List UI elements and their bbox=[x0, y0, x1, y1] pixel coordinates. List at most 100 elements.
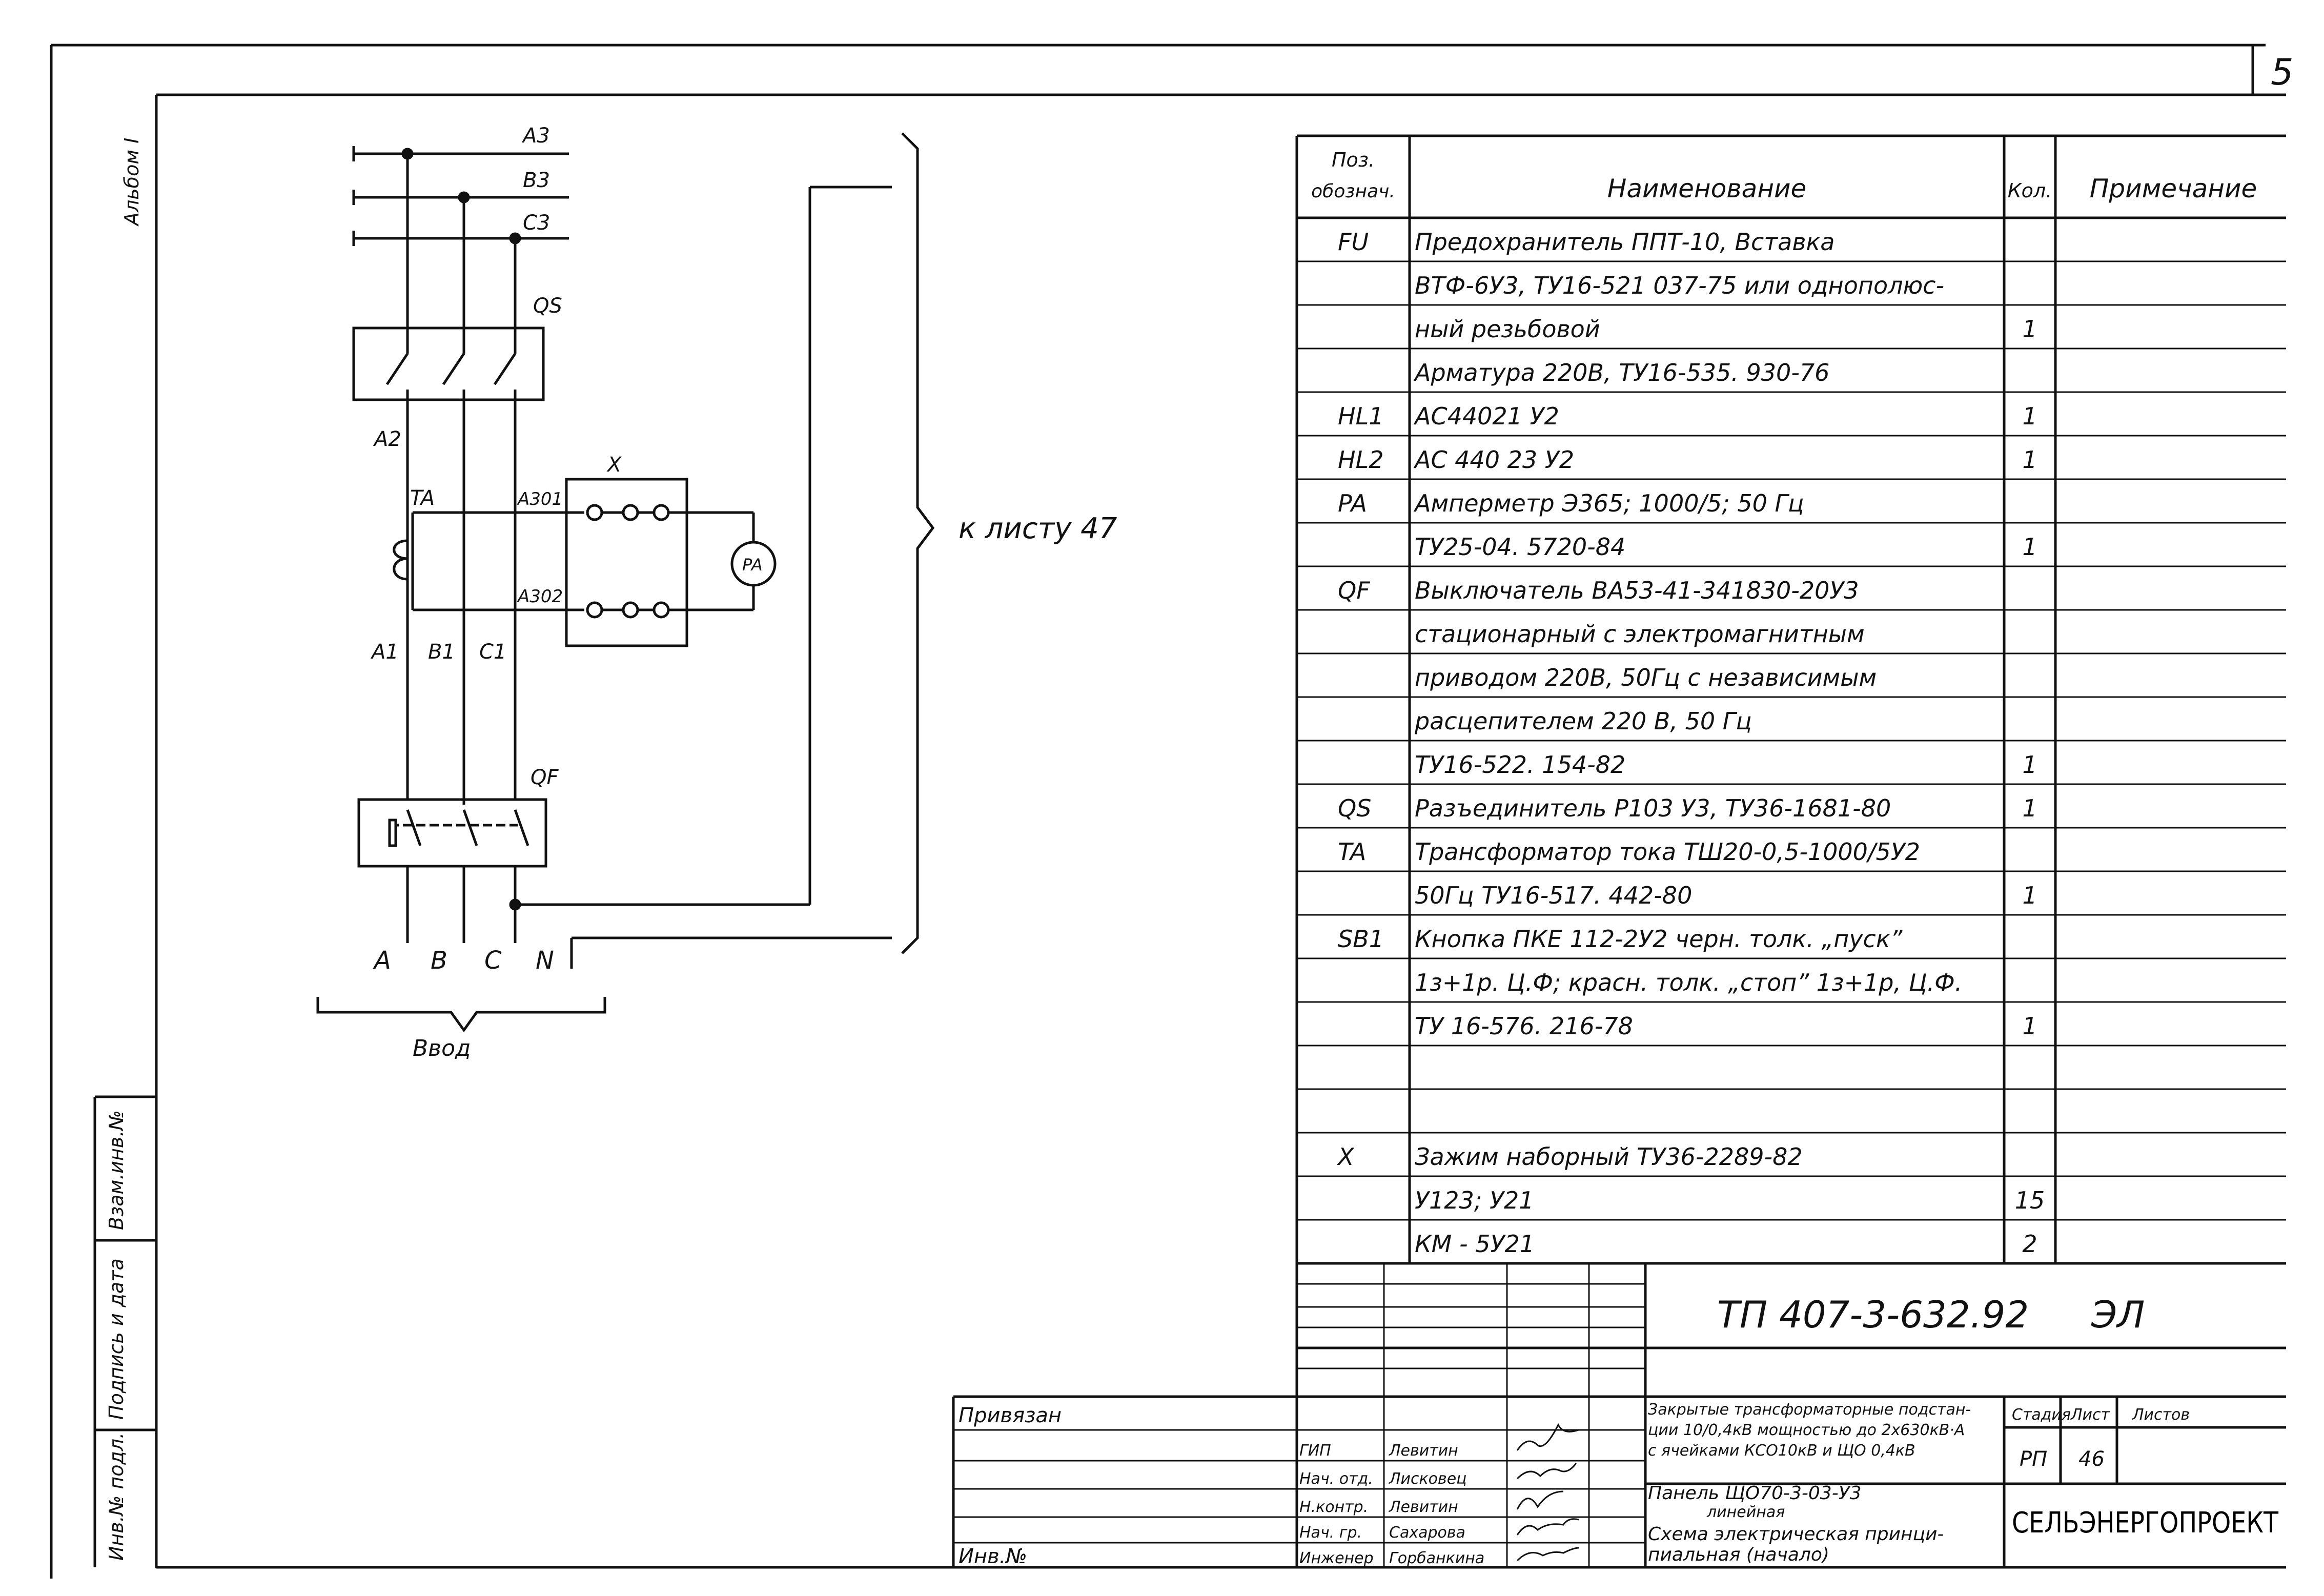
spec-row-qty: 15 bbox=[2015, 1186, 2045, 1214]
project-title-line-2: ции 10/0,4кВ мощностью до 2х630кВ·А bbox=[1648, 1421, 1965, 1439]
name-n-kontr: Левитин bbox=[1389, 1498, 1458, 1516]
title-block-names: Левитин Лисковец Левитин Сахарова Горбан… bbox=[1389, 1442, 1484, 1567]
schematic-labels: A3 B3 C3 QS A2 TA A301 A302 X PA A1 B1 C… bbox=[370, 124, 1117, 1061]
schematic bbox=[316, 132, 935, 1033]
a301-label: A301 bbox=[517, 489, 563, 509]
x-label: X bbox=[606, 453, 622, 477]
organization-name: СЕЛЬЭНЕРГОПРОЕКТ bbox=[2012, 1506, 2279, 1540]
doc-code: ТП 407-3-632.92 bbox=[1717, 1293, 2029, 1336]
spec-row-qty: 1 bbox=[2022, 533, 2037, 561]
title-block-minor-lines bbox=[953, 1263, 1645, 1567]
spec-row-name: Арматура 220В, ТУ16-535. 930-76 bbox=[1413, 359, 1829, 386]
spec-row-name: КМ - 5У21 bbox=[1415, 1230, 1535, 1258]
role-gip: ГИП bbox=[1299, 1442, 1331, 1460]
ta-transformer-coil bbox=[393, 539, 408, 581]
stage-value: РП bbox=[2020, 1447, 2047, 1471]
spec-row-name: Трансформатор тока ТШ20-0,5-1000/5У2 bbox=[1415, 838, 1920, 866]
spec-row-pos: SB1 bbox=[1338, 925, 1384, 953]
spec-row-qty: 1 bbox=[2022, 446, 2037, 474]
stamp-vzam-inv: Взам.инв.№ bbox=[105, 1110, 128, 1230]
input-brace bbox=[316, 997, 606, 1033]
x-terminal-block bbox=[565, 478, 688, 647]
stamp-inv-podl: Инв.№ подл. bbox=[105, 1433, 128, 1561]
stamp-podpis-data: Подпись и дата bbox=[105, 1258, 128, 1420]
input-terminal-n: N bbox=[536, 946, 554, 975]
qf-breaker bbox=[357, 798, 547, 868]
drawing-title-line-1: Панель ЩО70-3-03-У3 bbox=[1648, 1483, 1862, 1504]
name-nach-gr: Сахарова bbox=[1389, 1524, 1465, 1542]
spec-row-pos: X bbox=[1337, 1143, 1355, 1171]
spec-row-qty: 1 bbox=[2022, 1012, 2037, 1040]
title-block-roles: ГИП Нач. отд. Н.контр. Нач. гр. Инженер bbox=[1299, 1442, 1374, 1567]
drawing-title-line-4: пиальная (начало) bbox=[1648, 1544, 1829, 1565]
role-nach-otd: Нач. отд. bbox=[1299, 1470, 1373, 1488]
role-inzhener: Инженер bbox=[1299, 1549, 1374, 1567]
qf-label: QF bbox=[531, 766, 559, 789]
input-caption: Ввод bbox=[413, 1035, 471, 1061]
x-terminals-top bbox=[586, 504, 670, 521]
spec-row-name: расцепителем 220 В, 50 Гц bbox=[1414, 707, 1752, 735]
spec-row-name: ТУ 16-576. 216-78 bbox=[1415, 1012, 1633, 1040]
drawing-title-line-3: Схема электрическая принци- bbox=[1648, 1524, 1944, 1545]
spec-row-qty: 2 bbox=[2022, 1230, 2037, 1258]
doc-mark: ЭЛ bbox=[2091, 1293, 2145, 1336]
input-terminal-c: C bbox=[484, 946, 502, 975]
spec-row-name: АС 440 23 У2 bbox=[1413, 446, 1574, 474]
a302-label: A302 bbox=[517, 586, 563, 607]
phase-out-label-c1: C1 bbox=[479, 640, 506, 664]
spec-row-pos: FU bbox=[1338, 228, 1369, 256]
header-note: Примечание bbox=[2090, 174, 2257, 203]
drawing-title-line-2: линейная bbox=[1706, 1503, 1785, 1521]
project-title-line-3: с ячейками КСО10кВ и ЩО 0,4кВ bbox=[1648, 1442, 1915, 1460]
project-title: Закрытые трансформаторные подстан- ции 1… bbox=[1648, 1401, 1971, 1460]
bus-label-c3: C3 bbox=[523, 211, 550, 235]
role-nach-gr: Нач. гр. bbox=[1299, 1524, 1362, 1542]
name-inzhener: Горбанкина bbox=[1389, 1549, 1484, 1567]
spec-row-qty: 1 bbox=[2022, 402, 2037, 430]
spec-row-pos: QF bbox=[1338, 577, 1370, 604]
stage-header: Стадия bbox=[2012, 1406, 2071, 1424]
spec-row-name: Предохранитель ППТ-10, Вставка bbox=[1415, 228, 1834, 256]
qs-label: QS bbox=[533, 294, 562, 318]
spec-table-header: Поз. Поз. обознач. обознач. Наименование… bbox=[1311, 149, 2257, 203]
album-label: Альбом I bbox=[120, 138, 143, 227]
sheets-header: Листов bbox=[2132, 1406, 2190, 1424]
spec-table-rows: FU Предохранитель ППТ-10, ВставкаВТФ-6У3,… bbox=[1337, 228, 2045, 1258]
spec-row-qty: 1 bbox=[2022, 315, 2037, 343]
inv-no-label: Инв.№ bbox=[959, 1545, 1027, 1568]
input-terminal-b: B bbox=[431, 946, 447, 975]
sheet-header: Лист bbox=[2070, 1406, 2111, 1424]
spec-row-name: Амперметр Э365; 1000/5; 50 Гц bbox=[1413, 489, 1804, 517]
spec-row-name: ный резьбовой bbox=[1415, 315, 1600, 343]
x-terminals-bottom bbox=[586, 601, 670, 619]
spec-row-name: У123; У21 bbox=[1415, 1186, 1534, 1214]
sheet-number-corner: 5 bbox=[2271, 51, 2294, 93]
name-nach-otd: Лисковец bbox=[1389, 1470, 1467, 1488]
sheet-ref-text: к листу 47 bbox=[959, 512, 1117, 545]
header-qty: Кол. bbox=[2008, 179, 2052, 202]
role-n-kontr: Н.контр. bbox=[1299, 1498, 1368, 1516]
spec-row-name: стационарный с электромагнитным bbox=[1415, 620, 1865, 648]
spec-row-qty: 1 bbox=[2022, 751, 2037, 779]
header-name: Наименование bbox=[1607, 174, 1807, 203]
bus-label-b3: B3 bbox=[523, 169, 550, 192]
sheet-frame bbox=[50, 44, 2286, 1579]
spec-row-lines bbox=[1297, 260, 2286, 1264]
bus-label-a3: A3 bbox=[521, 124, 550, 148]
input-terminal-a: A bbox=[373, 946, 391, 975]
spec-row-name: 50Гц ТУ16-517. 442-80 bbox=[1415, 882, 1692, 909]
phase-out-label-a1: A1 bbox=[370, 640, 399, 664]
sheet-ref-brace bbox=[901, 132, 935, 954]
pa-label: PA bbox=[742, 555, 763, 575]
header-pos-line2: обознач. bbox=[1311, 181, 1395, 202]
privyazan-label: Привязан bbox=[959, 1404, 1062, 1427]
spec-row-name: ВТФ-6У3, ТУ16-521 037-75 или однополюс- bbox=[1415, 272, 1944, 299]
spec-row-pos: PA bbox=[1338, 489, 1367, 517]
spec-row-qty: 1 bbox=[2022, 794, 2037, 822]
qf-node bbox=[509, 898, 521, 911]
spec-row-pos: TA bbox=[1338, 838, 1366, 866]
spec-row-name: приводом 220В, 50Гц с независимым bbox=[1415, 664, 1877, 691]
header-pos: Поз. bbox=[1332, 149, 1375, 171]
spec-row-name: Зажим наборный ТУ36-2289-82 bbox=[1415, 1143, 1803, 1171]
